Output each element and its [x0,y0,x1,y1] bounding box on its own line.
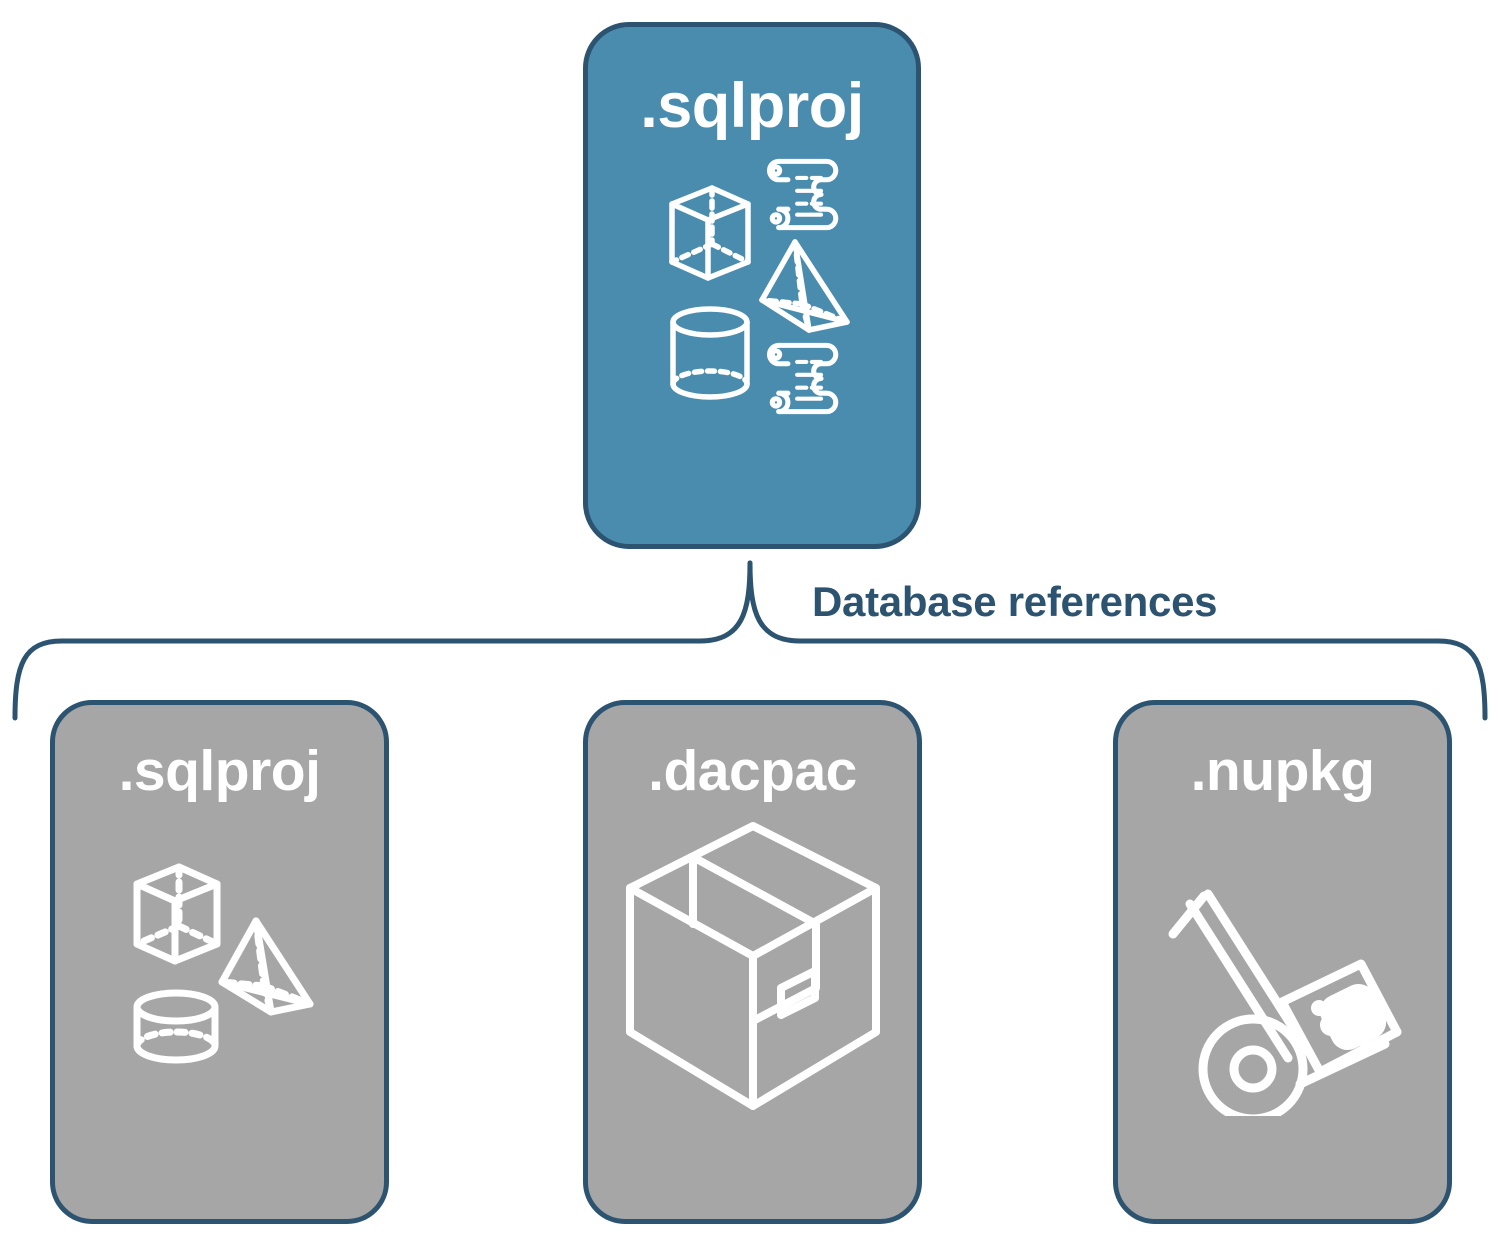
pyramid-icon [759,239,850,333]
package-box-svg [625,822,880,1110]
root-icon-group [652,152,852,422]
cylinder-icon [133,989,218,1064]
hand-truck-svg [1168,889,1401,1116]
node-reference-nupkg[interactable]: .nupkg [1113,700,1452,1224]
scroll-icon [767,158,839,231]
node-reference-nupkg-label: .nupkg [1190,739,1375,803]
node-root-sqlproj[interactable]: .sqlproj [583,22,921,549]
package-box-icon [625,822,880,1110]
brace-label: Database references [812,578,1218,625]
nupkg-icon-group [1148,816,1418,1116]
sqlproj-shapes-svg [133,863,313,1064]
pyramid-icon [218,917,313,1016]
cube-icon [133,863,220,965]
node-reference-sqlproj-label: .sqlproj [118,739,321,803]
brace-left-arm [12,560,753,721]
node-reference-dacpac-label: .dacpac [648,739,857,803]
root-shapes-svg [669,158,850,415]
node-reference-sqlproj[interactable]: .sqlproj [50,700,389,1224]
dacpac-icon-group [618,816,888,1116]
scroll-icon [767,342,839,415]
cylinder-icon [670,306,750,400]
node-reference-dacpac[interactable]: .dacpac [583,700,922,1224]
node-root-label: .sqlproj [640,71,864,141]
sqlproj-icon-group [105,816,335,1076]
cube-icon [669,185,751,281]
nuget-package-icon [1277,959,1401,1077]
